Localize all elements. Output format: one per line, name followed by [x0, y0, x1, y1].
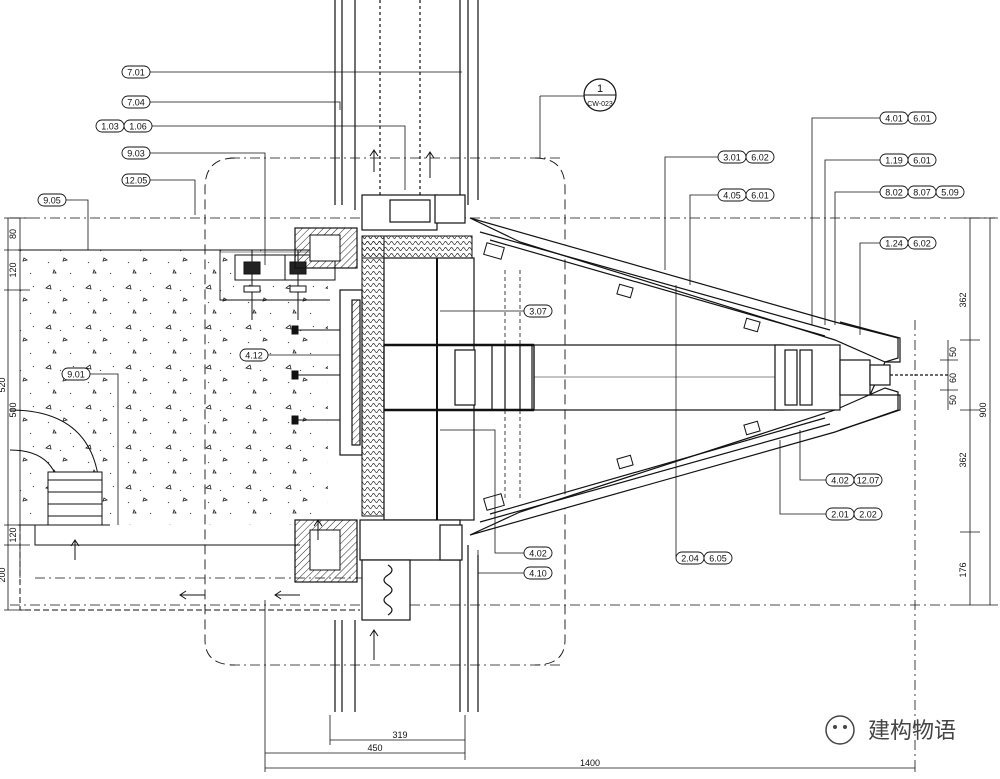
part-tag-label: 4.05 — [723, 191, 741, 201]
tag-frame — [121, 65, 151, 79]
tag-frame — [703, 551, 733, 565]
part-tag-label: 1.06 — [129, 122, 147, 132]
tag-frame — [121, 146, 151, 160]
dimension-label: 520 — [0, 377, 7, 392]
pipe-elbow — [9, 409, 103, 526]
dimension-label: 450 — [367, 743, 382, 753]
dimension-label: 176 — [958, 562, 968, 577]
mullion-core — [383, 257, 535, 521]
firestop-blocks — [294, 227, 358, 583]
tag-frame — [123, 119, 153, 133]
tag-frame — [907, 111, 937, 125]
part-tag-label: 8.07 — [913, 188, 931, 198]
watermark-text: 建构物语 — [868, 719, 956, 744]
embed-plate — [339, 289, 363, 456]
part-tag-label: 8.02 — [885, 188, 903, 198]
part-tag-label: 4.10 — [529, 569, 547, 579]
part-tag-label: 6.05 — [709, 554, 727, 564]
part-tag-label: 1.19 — [885, 156, 903, 166]
part-tag-label: 9.05 — [43, 196, 61, 206]
part-tags-left: 7.01 7.04 1.03 1.06 9.03 12.05 9.05 9.01 4.12 — [37, 65, 269, 381]
dimension-label: 900 — [978, 402, 988, 417]
dimension-label: 50 — [948, 395, 958, 405]
part-tag-label: 4.01 — [885, 114, 903, 124]
glazing-bottom — [334, 519, 479, 712]
part-tag-label: 12.07 — [857, 476, 880, 486]
dimension-label: 120 — [8, 262, 18, 277]
dimension-label: 362 — [958, 292, 968, 307]
tag-frame — [935, 185, 965, 199]
part-tag-label: 6.01 — [913, 156, 931, 166]
part-tag-label: 6.02 — [913, 239, 931, 249]
part-tag-label: 2.02 — [859, 510, 877, 520]
part-tag-label: 6.02 — [751, 153, 769, 163]
tag-frame — [745, 150, 775, 164]
part-tag-label: 7.04 — [127, 98, 145, 108]
dimension-labels: 80 120 520 500 120 200 362 900 362 176 50 60 50 319 45… — [0, 229, 988, 768]
part-tag-label: 6.01 — [751, 191, 769, 201]
dimension-label: 120 — [8, 527, 18, 542]
tag-frame — [523, 566, 553, 580]
glazing-top — [334, 0, 479, 231]
tag-frame — [121, 95, 151, 109]
tag-frame — [853, 507, 883, 521]
part-tag-label: 2.04 — [681, 554, 699, 564]
callout-number: 1 — [597, 83, 603, 95]
part-tag-label: 9.01 — [67, 370, 85, 380]
part-tag-label: 3.01 — [723, 153, 741, 163]
part-tag-label: 12.05 — [125, 176, 148, 186]
insulation-column — [361, 235, 473, 517]
part-tag-label: 2.01 — [831, 510, 849, 520]
part-tag-label: 4.12 — [245, 351, 263, 361]
leader-lines — [65, 71, 880, 574]
part-tag-label: 3.07 — [529, 307, 547, 317]
airflow-arrows — [70, 149, 435, 660]
dimension-label: 362 — [958, 452, 968, 467]
tag-frame — [907, 236, 937, 250]
part-tag-label: 1.24 — [885, 239, 903, 249]
dimension-label: 80 — [8, 229, 18, 239]
part-tag-label: 1.03 — [101, 122, 119, 132]
part-tag-label: 7.01 — [127, 68, 145, 78]
tag-frame — [239, 348, 269, 362]
watermark: 建构物语 — [825, 715, 956, 745]
triangular-fin — [469, 217, 950, 536]
fin-clips — [483, 242, 761, 511]
tag-frame — [523, 546, 553, 560]
tag-frame — [121, 173, 151, 187]
dimension-label: 200 — [0, 567, 7, 582]
centre-lines — [10, 157, 995, 760]
part-tags-right: 4.01 6.01 3.01 6.02 1.19 6.01 4.05 6.01 8.02 8.07… — [523, 111, 965, 580]
dimension-label: 50 — [948, 347, 958, 357]
callout-sheet: CW-023 — [587, 101, 613, 108]
tag-frame — [745, 188, 775, 202]
wechat-icon — [825, 715, 855, 745]
detail-callout: 1 CW-023 — [540, 78, 617, 112]
tag-frame — [37, 193, 67, 207]
dimension-lines — [4, 217, 998, 772]
dimension-label: 319 — [392, 730, 407, 740]
tag-frame — [907, 153, 937, 167]
part-tag-label: 4.02 — [831, 476, 849, 486]
part-tag-label: 4.02 — [529, 549, 547, 559]
dimension-label: 60 — [948, 373, 958, 383]
tag-frame — [61, 367, 91, 381]
mullion-axis — [504, 270, 521, 500]
tag-frame — [853, 473, 883, 487]
tag-frame — [523, 304, 553, 318]
part-tag-label: 9.03 — [127, 149, 145, 159]
part-tag-label: 5.09 — [941, 188, 959, 198]
dimension-label: 500 — [8, 402, 18, 417]
part-tag-label: 6.01 — [913, 114, 931, 124]
dimension-label: 1400 — [580, 758, 600, 768]
